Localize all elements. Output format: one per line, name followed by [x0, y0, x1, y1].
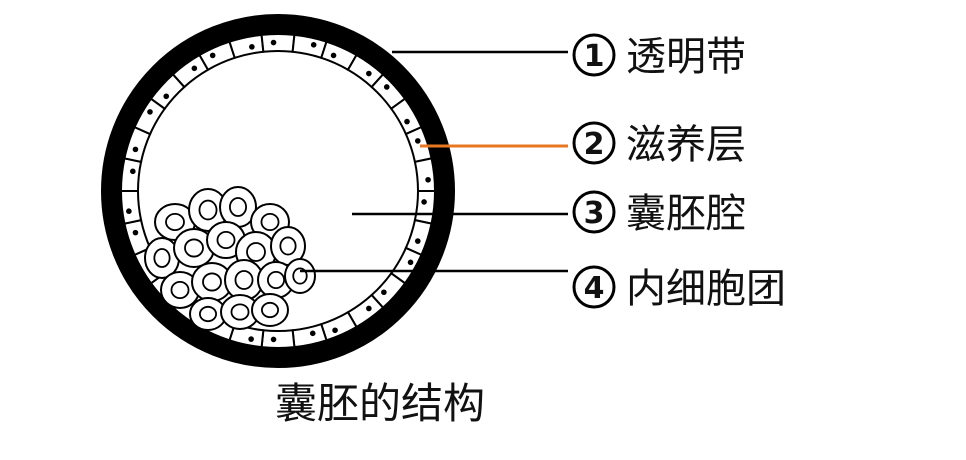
inner-cell-nucleus	[198, 305, 217, 323]
inner-cell-nucleus	[260, 212, 280, 231]
label-4-number-circle	[572, 265, 616, 309]
label-3: 3 囊胚腔	[572, 190, 746, 237]
label-3-text: 囊胚腔	[626, 191, 746, 237]
label-2-text: 滋养层	[626, 122, 746, 168]
inner-cell-nucleus	[170, 280, 190, 299]
inner-cell-nucleus	[153, 248, 171, 268]
trophoblast-cell	[119, 190, 143, 225]
trophoblast-nucleus	[332, 327, 338, 334]
inner-cell-nucleus	[216, 230, 236, 249]
trophoblast-nucleus	[191, 65, 198, 72]
inner-cell-nucleus	[202, 272, 222, 292]
trophoblast-nucleus	[130, 168, 136, 175]
inner-cell-nucleus	[234, 270, 254, 290]
trophoblast-nucleus	[132, 229, 139, 236]
inner-cell	[251, 293, 289, 327]
blastocyst-figure	[101, 14, 455, 368]
inner-cell-nucleus	[230, 303, 250, 321]
trophoblast-nucleus	[147, 109, 153, 115]
label-2-number-circle	[572, 121, 616, 165]
trophoblast-nucleus	[310, 41, 317, 48]
trophoblast-nucleus	[270, 39, 277, 46]
label-2: 2 滋养层	[572, 121, 746, 168]
inner-cell-nucleus	[260, 301, 279, 319]
trophoblast-nucleus	[248, 336, 254, 342]
trophoblast-nucleus	[330, 52, 337, 59]
label-2-number: 2	[584, 127, 605, 162]
zona-pellucida-ring	[101, 14, 455, 368]
inner-cell-nucleus	[198, 199, 218, 221]
label-3-number: 3	[584, 196, 605, 231]
trophoblast-cell	[413, 190, 437, 225]
trophoblast-nucleus	[414, 238, 421, 244]
inner-cell-nucleus	[246, 242, 266, 262]
inner-cell-nucleus	[184, 238, 204, 258]
label-1-number-circle	[572, 33, 616, 77]
trophoblast-nucleus	[425, 176, 431, 183]
label-4-text: 内细胞团	[626, 266, 786, 312]
inner-cell-nucleus	[279, 236, 297, 256]
label-1-text: 透明带	[626, 34, 746, 80]
trophoblast-nucleus	[421, 199, 427, 205]
inner-cell-nucleus	[228, 197, 247, 217]
trophoblast-nucleus	[126, 208, 132, 215]
inner-cell-nucleus	[165, 212, 185, 231]
trophoblast-layer	[119, 33, 437, 349]
label-4: 4 内细胞团	[572, 265, 786, 312]
trophoblast-nucleus	[209, 52, 216, 59]
trophoblast-nucleus	[309, 330, 316, 337]
inner-cell-nucleus	[266, 270, 285, 289]
trophoblast-nucleus	[366, 70, 372, 77]
trophoblast-nucleus	[381, 289, 387, 296]
trophoblast-nucleus	[414, 138, 421, 144]
label-1: 1 透明带	[572, 33, 746, 80]
label-3-number-circle	[572, 190, 616, 234]
trophoblast-nucleus	[132, 146, 139, 153]
trophoblast-nucleus	[249, 44, 255, 50]
inner-cell-nucleus	[292, 267, 308, 285]
diagram-caption: 囊胚的结构	[275, 379, 485, 428]
label-4-number: 4	[584, 271, 605, 306]
trophoblast-nucleus	[404, 118, 410, 125]
trophoblast-nucleus	[366, 305, 372, 312]
label-1-number: 1	[584, 39, 605, 74]
inner-cell-mass	[144, 186, 316, 331]
trophoblast-nucleus	[163, 93, 170, 100]
trophoblast-cell	[260, 33, 296, 53]
inner-cell	[284, 258, 316, 294]
trophoblast-cell	[413, 157, 437, 192]
trophoblast-cell	[260, 329, 296, 349]
trophoblast-nucleus	[270, 336, 277, 343]
trophoblast-cell	[119, 157, 143, 192]
trophoblast-nucleus	[407, 259, 414, 266]
trophoblast-nucleus	[383, 84, 390, 90]
